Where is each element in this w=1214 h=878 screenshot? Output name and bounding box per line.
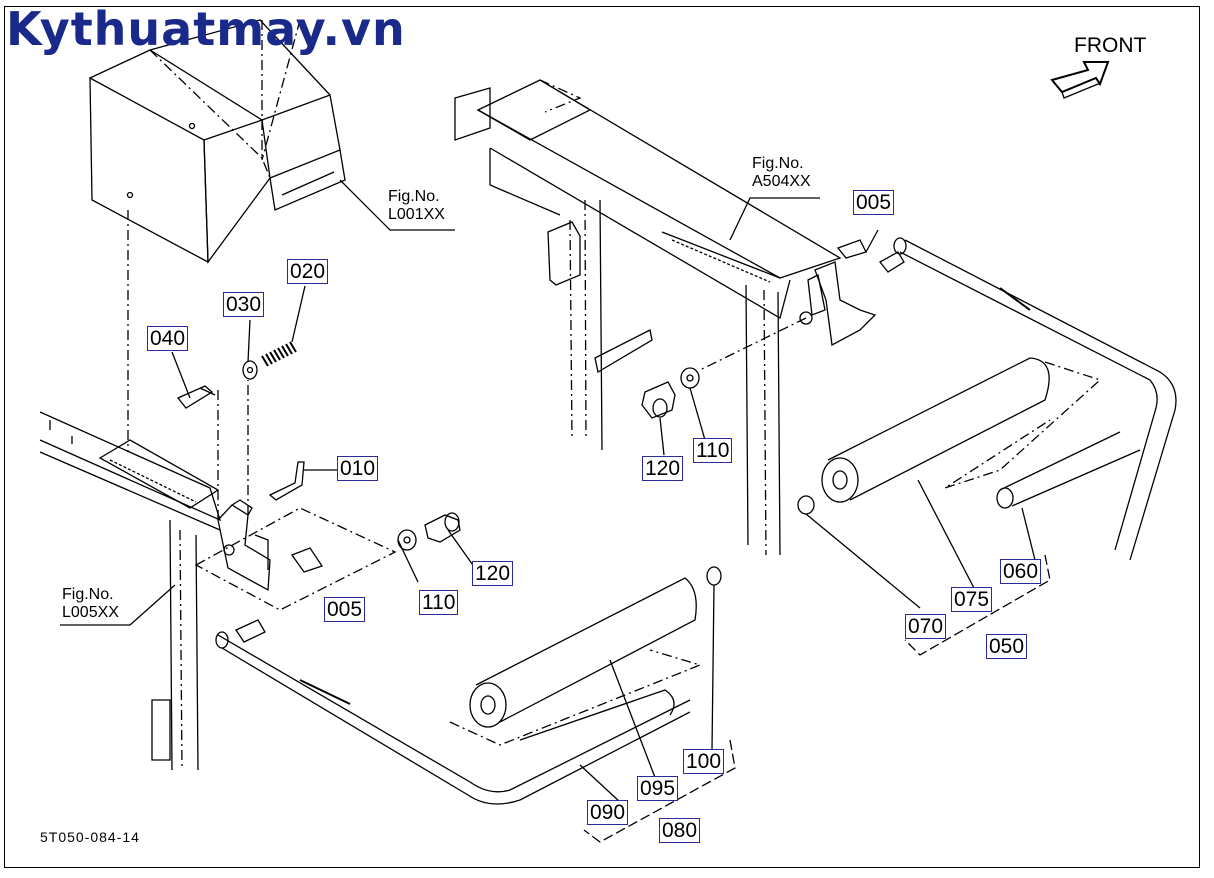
leader-l005xx [60,584,176,626]
drawing-frame [4,6,1200,868]
arm-tube-right [879,237,1177,561]
callout-020[interactable]: 020 [287,259,329,284]
pin-010 [268,461,338,501]
leader-l001xx [339,179,455,231]
leader-a504xx [729,197,820,241]
cotter-pin-040 [171,351,216,409]
washer-110-right [680,367,706,441]
callout-110-right[interactable]: 110 [693,438,733,463]
callout-005-left[interactable]: 005 [324,597,366,622]
fig-ref-code: A504XX [752,173,811,191]
callout-120-right[interactable]: 120 [642,456,684,481]
right-bracket [699,229,879,371]
callout-005-right[interactable]: 005 [853,190,895,215]
callout-120-left[interactable]: 120 [472,561,514,586]
fig-ref-a504xx[interactable]: Fig.No. A504XX [752,155,811,192]
bolt-120-right [641,381,676,456]
fig-ref-label: Fig.No. [388,188,440,205]
left-bracket [194,380,397,611]
watermark-logo: Kythuatmay.vn [6,2,406,56]
bracket-080-dashed [583,739,736,843]
callout-090[interactable]: 090 [587,800,629,825]
callout-040[interactable]: 040 [147,326,189,351]
top-cover-assembly [89,19,346,264]
callout-010[interactable]: 010 [337,456,379,481]
callout-095[interactable]: 095 [637,776,679,801]
callout-080[interactable]: 080 [659,818,701,843]
left-frame-rail [39,210,222,771]
cap-070 [797,495,921,609]
washer-030 [242,319,258,380]
cap-100 [706,566,722,751]
fig-ref-label: Fig.No. [752,155,804,172]
callout-100[interactable]: 100 [683,749,725,774]
fig-ref-code: L001XX [388,206,445,224]
front-arrow-icon [1050,61,1110,99]
callout-030[interactable]: 030 [223,292,265,317]
fig-ref-code: L005XX [62,604,119,622]
front-label: FRONT [1074,34,1147,57]
washer-110-left [397,529,419,583]
fig-ref-label: Fig.No. [62,586,114,603]
spring-020 [261,285,306,367]
roller-075 [821,357,1141,591]
arm-tube-lower [215,619,691,805]
right-frame-rail [454,79,842,556]
bolt-120-left [424,512,476,569]
roller-095 [449,577,702,803]
callout-110-left[interactable]: 110 [419,590,459,615]
fig-ref-l001xx[interactable]: Fig.No. L001XX [388,188,445,225]
fig-ref-l005xx[interactable]: Fig.No. L005XX [62,586,119,623]
callout-070[interactable]: 070 [905,614,947,639]
callout-050[interactable]: 050 [986,634,1028,659]
bracket-050-dashed [904,554,1051,656]
callout-060[interactable]: 060 [1000,559,1042,584]
diagram-code: 5T050-084-14 [40,829,140,845]
callout-075[interactable]: 075 [951,587,993,612]
